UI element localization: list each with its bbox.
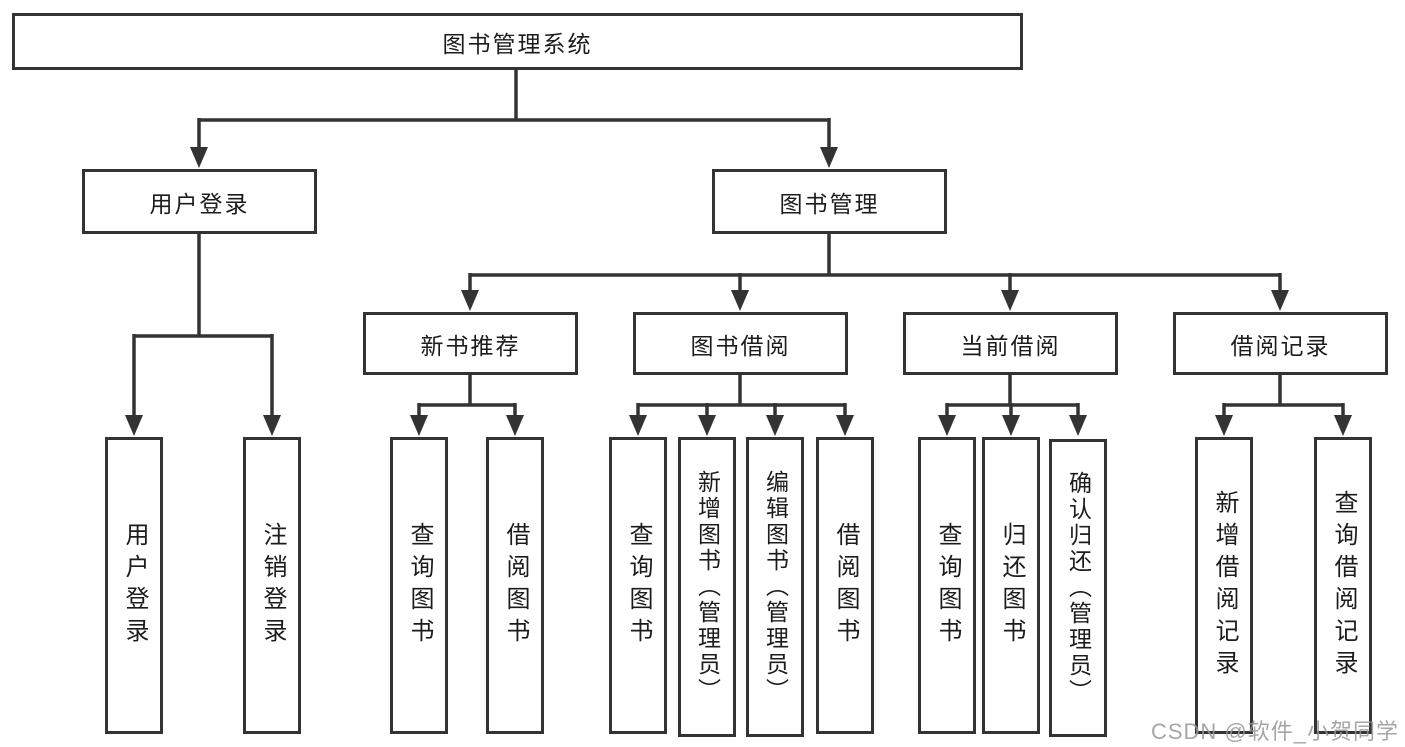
- leaf-add-borrow-record: 新增借阅记录: [1195, 437, 1253, 734]
- node-book-management: 图书管理: [712, 169, 947, 234]
- leaf-label: 确认归还（管理员）: [1065, 471, 1092, 705]
- node-new-book-recommendation: 新书推荐: [363, 312, 578, 375]
- leaf-label: 归还图书: [998, 521, 1025, 650]
- watermark: CSDN @软件_小贺同学: [1150, 719, 1399, 744]
- node-label: 当前借阅: [960, 332, 1061, 359]
- node-label: 图书管理系统: [442, 30, 593, 57]
- node-current-borrowing: 当前借阅: [903, 312, 1118, 375]
- node-book-borrowing: 图书借阅: [633, 312, 848, 375]
- leaf-search-borrow-record: 查询借阅记录: [1314, 437, 1372, 734]
- leaf-borrow-books-recommend: 借阅图书: [486, 437, 544, 734]
- leaf-label: 借阅图书: [502, 521, 529, 650]
- leaf-label: 查询图书: [625, 521, 652, 650]
- leaf-label: 用户登录: [121, 521, 148, 650]
- leaf-label: 新增图书（管理员）: [694, 470, 721, 704]
- leaf-search-books-current: 查询图书: [918, 437, 976, 734]
- node-label: 图书借阅: [690, 332, 791, 359]
- leaf-borrow-books-borrowing: 借阅图书: [816, 437, 874, 734]
- leaf-label: 新增借阅记录: [1211, 489, 1238, 682]
- node-user-login: 用户登录: [82, 169, 317, 234]
- leaf-return-books: 归还图书: [982, 437, 1040, 734]
- node-label: 新书推荐: [420, 332, 521, 359]
- node-label: 借阅记录: [1230, 332, 1331, 359]
- leaf-edit-book-admin: 编辑图书（管理员）: [746, 437, 804, 737]
- leaf-label: 借阅图书: [832, 521, 859, 650]
- leaf-label: 查询图书: [406, 521, 433, 650]
- node-borrowing-records: 借阅记录: [1173, 312, 1388, 375]
- leaf-search-books-borrowing: 查询图书: [609, 437, 667, 734]
- node-library-management-system: 图书管理系统: [12, 13, 1023, 70]
- leaf-label: 查询图书: [934, 521, 961, 650]
- leaf-user-login: 用户登录: [105, 437, 163, 734]
- leaf-search-books-recommend: 查询图书: [390, 437, 448, 734]
- leaf-add-book-admin: 新增图书（管理员）: [678, 437, 736, 737]
- leaf-label: 编辑图书（管理员）: [762, 470, 789, 704]
- arrowheads: [125, 147, 1352, 436]
- leaf-logout-login: 注销登录: [243, 437, 301, 734]
- leaf-label: 注销登录: [259, 521, 286, 650]
- leaf-confirm-return-admin: 确认归还（管理员）: [1049, 439, 1107, 737]
- leaf-label: 查询借阅记录: [1330, 489, 1357, 682]
- node-label: 图书管理: [779, 190, 880, 217]
- node-label: 用户登录: [149, 190, 250, 217]
